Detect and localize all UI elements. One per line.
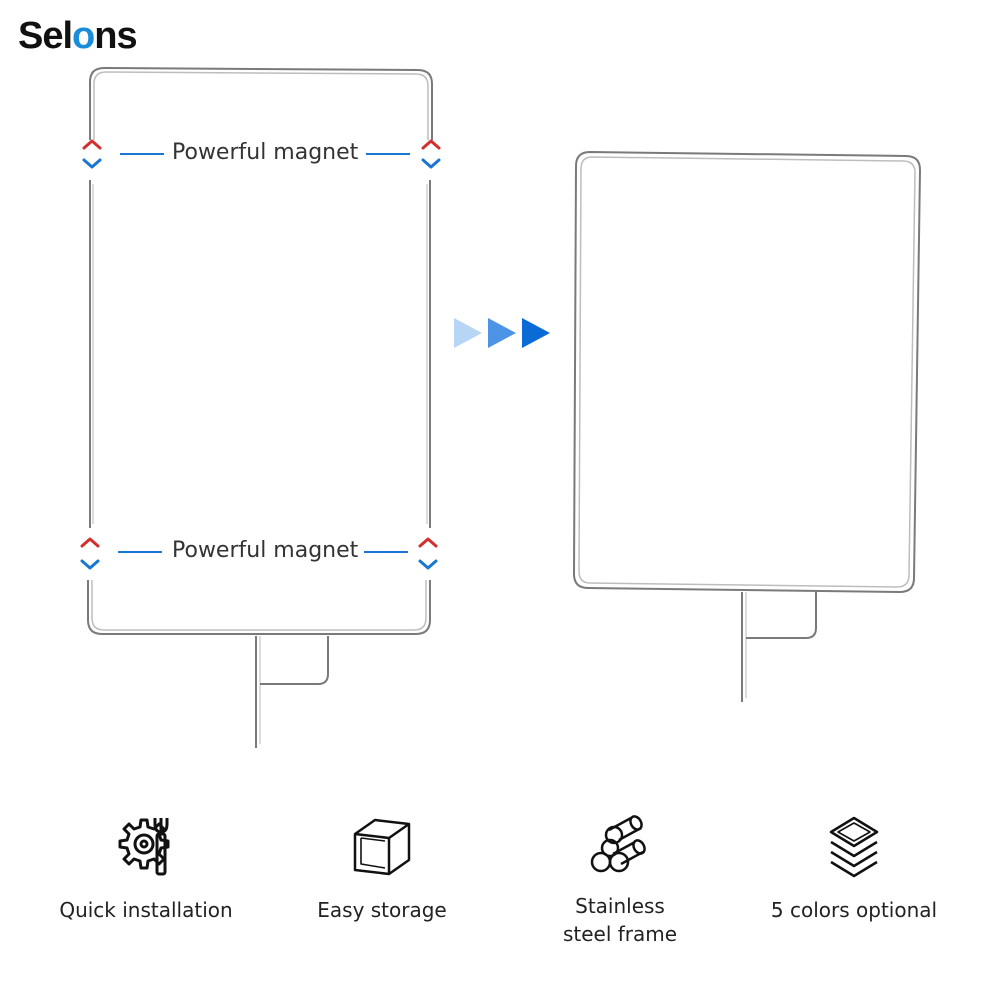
feature-stainless-steel-frame: Stainless steel frame xyxy=(510,812,730,948)
transition-arrow-3 xyxy=(522,318,550,348)
magnet-label-top: Powerful magnet xyxy=(172,140,359,165)
logo-o-mark: o xyxy=(72,15,95,57)
feature-easy-storage: Easy storage xyxy=(272,812,492,924)
layers-icon xyxy=(829,816,879,878)
feature-quick-installation: Quick installation xyxy=(36,812,256,924)
brand-logo: Selons xyxy=(18,14,138,58)
magnet-arrows-bottom-right xyxy=(418,537,438,570)
transition-arrow-1 xyxy=(454,318,482,348)
magnet-label-bottom: Powerful magnet xyxy=(172,538,359,563)
logo-text-start: Sel xyxy=(18,15,73,57)
logo-text-end: ns xyxy=(94,15,137,57)
gear-wrench-icon xyxy=(118,818,170,876)
feature-5-colors-optional: 5 colors optional xyxy=(744,812,964,924)
magnet-arrows-top-left xyxy=(82,139,102,169)
steel-pipes-icon xyxy=(590,815,646,873)
feature-label: Quick installation xyxy=(59,898,233,922)
feature-label-line-2: steel frame xyxy=(562,922,678,946)
assembled-frame xyxy=(572,150,922,702)
cube-icon xyxy=(353,818,411,876)
transition-arrow-2 xyxy=(488,318,516,348)
magnet-arrows-top-right xyxy=(421,139,441,169)
feature-label: 5 colors optional xyxy=(770,898,938,922)
magnet-arrows-bottom-left xyxy=(80,537,100,570)
feature-label: Easy storage xyxy=(317,898,447,922)
feature-label-line-1: Stainless xyxy=(575,894,665,918)
transition-arrows xyxy=(454,318,550,348)
disassembled-frame xyxy=(87,66,433,748)
frame-illustration xyxy=(80,66,922,748)
